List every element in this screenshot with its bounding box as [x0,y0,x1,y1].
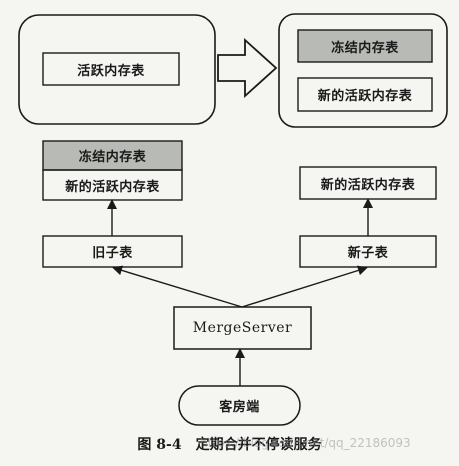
left-new-active-label: 新的活跃内存表 [65,179,160,195]
top-right-frozen-label: 冻结内存表 [331,40,399,56]
figure-caption: 图 8-4 定期合并不停读服务 [0,434,459,454]
top-right-new-active-label: 新的活跃内存表 [317,89,413,104]
left-frozen-label: 冻结内存表 [78,150,147,165]
watermark: https://blog.csdn.net/qq_22186093 [200,436,411,450]
client-label: 客房端 [219,400,260,415]
merge-server-label: MergeServer [192,320,293,336]
top-left-container [18,14,216,125]
old-subtable-label: 旧子表 [92,246,133,261]
top-right-container [278,13,448,128]
right-new-active-label: 新的活跃内存表 [320,177,416,193]
top-right-frozen-box [297,29,433,63]
figure-number: 图 8-4 [137,437,182,453]
figure-title: 定期合并不停读服务 [195,437,322,453]
active-table-box [42,52,180,86]
top-right-new-active-box [297,77,433,112]
transition-arrow [217,37,278,99]
left-frozen-box [42,140,183,171]
arrow-merge-to-old-subtable [112,265,243,308]
arrow-merge-to-new-subtable [241,265,368,308]
active-table-label: 活跃内存表 [77,63,145,79]
new-subtable-label: 新子表 [347,246,389,261]
